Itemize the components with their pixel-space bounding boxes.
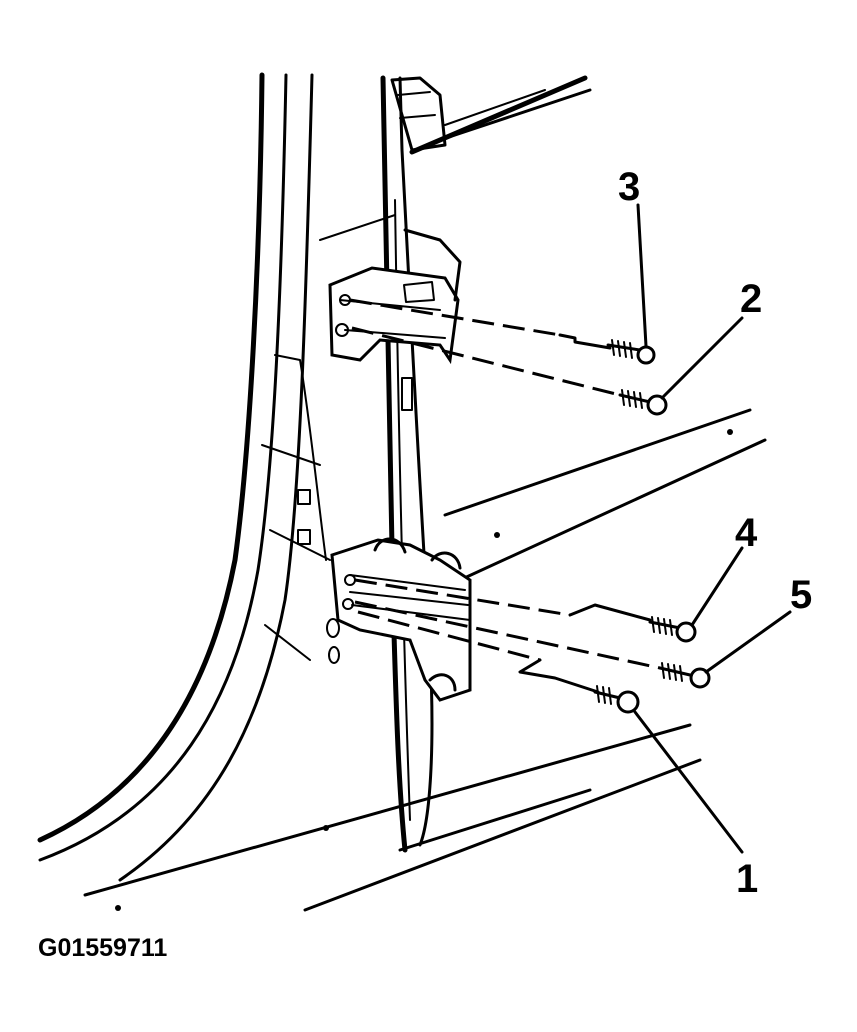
bolt-3 [606, 339, 656, 365]
bolt-5 [658, 662, 711, 689]
callout-4: 4 [735, 511, 758, 555]
lower-hinge [326, 537, 472, 702]
door-edge [380, 75, 447, 853]
body-pillar [37, 72, 331, 882]
bolt-1 [593, 685, 640, 714]
bolt-centerlines [349, 298, 661, 694]
bolt-4 [648, 616, 697, 643]
figure-id: G01559711 [38, 934, 168, 962]
bolt-2 [618, 389, 668, 416]
rocker-panel [83, 214, 767, 912]
callout-3: 3 [618, 165, 640, 209]
callout-1: 1 [736, 857, 758, 901]
callout-5: 5 [790, 573, 812, 617]
window-channel [409, 75, 592, 155]
callout-2: 2 [740, 277, 762, 321]
leader-lines [633, 203, 792, 854]
